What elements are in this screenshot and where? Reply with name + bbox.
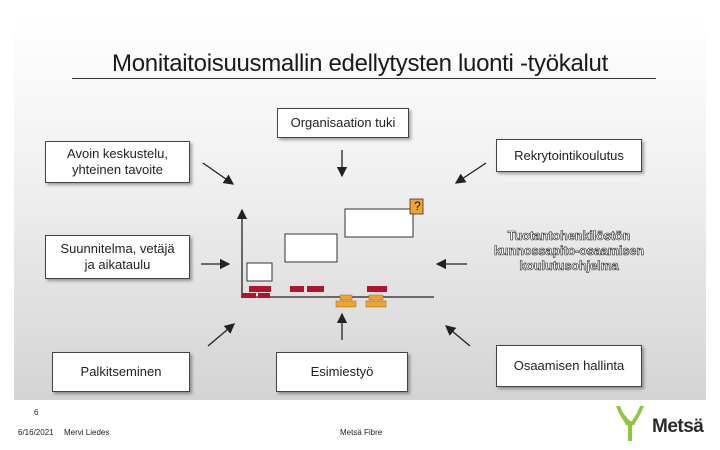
box-esimiestyo: Esimiestyö (276, 352, 408, 392)
box-osaamisen-hallinta: Osaamisen hallinta (496, 345, 642, 387)
orange-block (365, 300, 387, 308)
orange-block (339, 294, 353, 301)
step-box-3 (344, 208, 414, 238)
title-underline (72, 78, 656, 79)
red-blocks (242, 286, 387, 298)
text-tuotantohenkilosto: Tuotantohenkilöstön kunnossapito-osaamis… (493, 229, 645, 274)
box-rekrytointikoulutus-label: Rekrytointikoulutus (514, 147, 624, 163)
red-block (307, 286, 324, 292)
red-block (242, 293, 256, 298)
box-rekrytointikoulutus: Rekrytointikoulutus (496, 139, 642, 172)
footer-company: Metsä Fibre (340, 428, 383, 437)
step-box-2 (284, 233, 338, 263)
box-organisaation-tuki-label: Organisaation tuki (290, 115, 396, 130)
metsa-logo-text: Metsä (652, 416, 704, 437)
footer-author: Mervi Liedes (64, 428, 110, 437)
metsa-antlers-logo (616, 406, 644, 441)
footer-page-number: 6 (34, 408, 39, 417)
box-suunnitelma: Suunnitelma, vetäjä ja aikataulu (45, 235, 190, 279)
box-avoin-keskustelu: Avoin keskustelu, yhteinen tavoite (45, 141, 190, 183)
red-block (290, 286, 304, 292)
step-box-1 (246, 262, 273, 282)
arrow-from-top-right (454, 162, 487, 184)
red-block (258, 293, 270, 298)
box-esimiestyo-label: Esimiestyö (310, 364, 374, 379)
question-mark-box (409, 198, 424, 215)
red-block (367, 286, 387, 292)
question-mark: ? (414, 199, 421, 213)
box-osaamisen-hallinta-label: Osaamisen hallinta (513, 358, 625, 373)
box-organisaation-tuki: Organisaation tuki (277, 108, 409, 138)
arrow-from-top-left (202, 162, 235, 185)
box-palkitseminen-label: Palkitseminen (80, 364, 162, 379)
slide-background (14, 16, 706, 400)
box-avoin-keskustelu-label: Avoin keskustelu, yhteinen tavoite (67, 146, 168, 177)
footer-date: 6/16/2021 (18, 428, 54, 437)
red-block (249, 286, 271, 292)
arrow-from-bottom-left (207, 323, 235, 347)
orange-block (368, 294, 384, 301)
slide-title: Monitaitoisuusmallin edellytysten luonti… (112, 50, 608, 77)
orange-blocks (335, 294, 387, 308)
arrow-from-bottom-right (445, 325, 471, 347)
box-suunnitelma-label: Suunnitelma, vetäjä ja aikataulu (60, 241, 175, 272)
orange-block (335, 300, 357, 308)
box-palkitseminen: Palkitseminen (52, 352, 190, 392)
